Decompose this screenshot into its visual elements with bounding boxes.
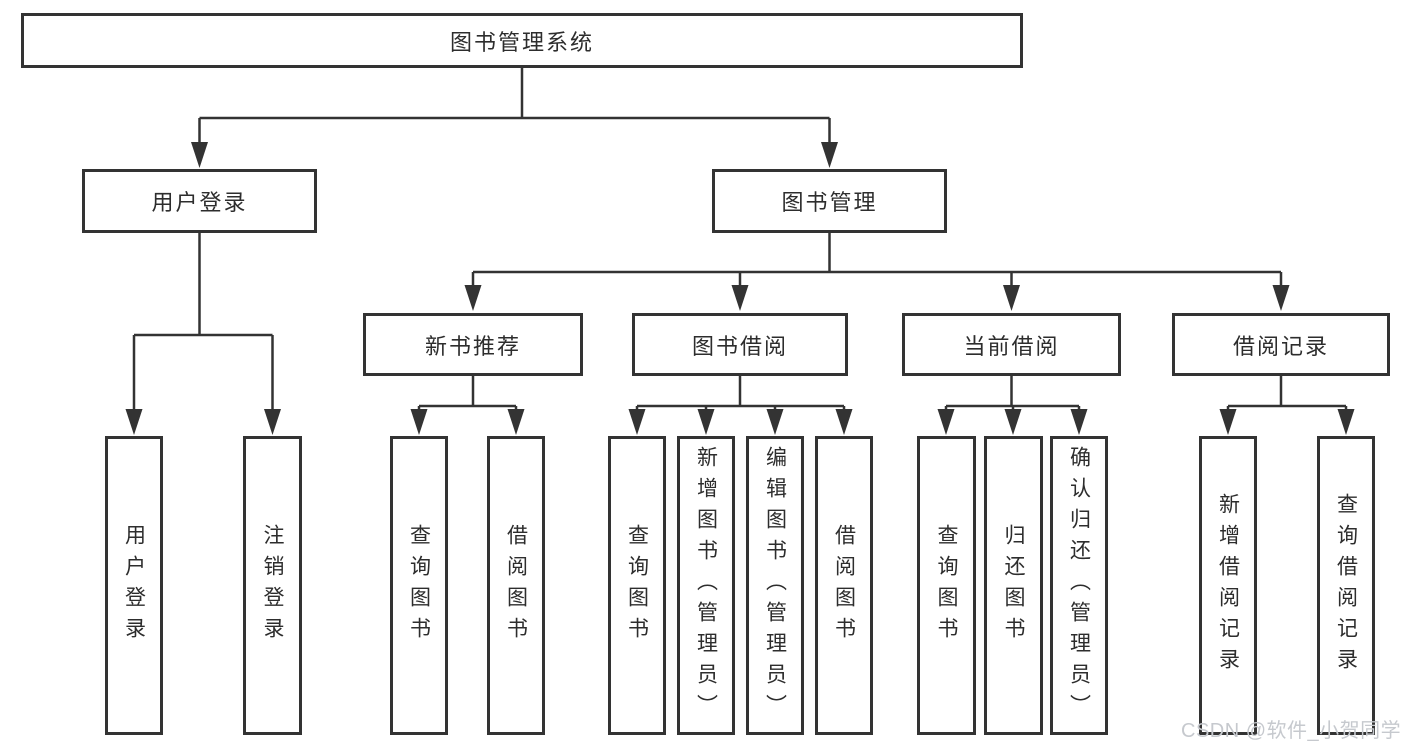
node-leaf-return-books-label: 归还图书 — [1002, 523, 1025, 648]
node-leaf-borrow-books-label: 借阅图书 — [832, 523, 856, 648]
node-leaf-borrow-books: 借阅图书 — [815, 436, 873, 735]
node-book-borrowing-label: 图书借阅 — [691, 333, 788, 359]
node-leaf-return-books: 归还图书 — [984, 436, 1043, 735]
node-leaf-confirm-return-admin: 确认归还（管理员） — [1050, 436, 1108, 735]
node-leaf-confirm-return-admin-label: 确认归还（管理员） — [1067, 446, 1091, 725]
node-root-label: 图书管理系统 — [449, 29, 594, 55]
node-book-borrowing: 图书借阅 — [632, 313, 848, 376]
node-current-borrowing-label: 当前借阅 — [963, 333, 1060, 359]
node-current-borrowing: 当前借阅 — [902, 313, 1121, 376]
node-leaf-query-books-recommend-label: 查询图书 — [407, 523, 431, 648]
node-leaf-add-books-admin: 新增图书（管理员） — [677, 436, 735, 735]
node-borrowing-records-label: 借阅记录 — [1232, 333, 1329, 359]
node-leaf-edit-books-admin: 编辑图书（管理员） — [746, 436, 804, 735]
node-leaf-borrow-books-recommend-label: 借阅图书 — [504, 523, 528, 648]
node-new-book-recommendation-label: 新书推荐 — [424, 333, 521, 359]
node-leaf-logout: 注销登录 — [243, 436, 302, 735]
node-leaf-query-books-current-label: 查询图书 — [935, 523, 958, 648]
node-leaf-query-books-current: 查询图书 — [917, 436, 976, 735]
node-leaf-query-books-recommend: 查询图书 — [390, 436, 448, 735]
node-leaf-edit-books-admin-label: 编辑图书（管理员） — [763, 446, 787, 725]
node-user-login-label: 用户登录 — [151, 190, 248, 215]
node-user-login: 用户登录 — [82, 169, 317, 233]
node-leaf-add-borrow-record: 新增借阅记录 — [1199, 436, 1257, 735]
node-book-management-label: 图书管理 — [781, 190, 878, 215]
node-new-book-recommendation: 新书推荐 — [363, 313, 583, 376]
watermark: CSDN @软件_小贺同学 — [1181, 720, 1402, 742]
node-leaf-logout-label: 注销登录 — [261, 523, 284, 648]
node-leaf-login: 用户登录 — [105, 436, 163, 735]
node-leaf-borrow-books-recommend: 借阅图书 — [487, 436, 545, 735]
node-leaf-query-books-borrowing: 查询图书 — [608, 436, 666, 735]
connector-segments — [132, 68, 1348, 411]
node-leaf-login-label: 用户登录 — [122, 523, 146, 648]
arrowheads — [125, 142, 1355, 435]
node-root: 图书管理系统 — [21, 13, 1023, 68]
node-leaf-query-borrow-record: 查询借阅记录 — [1317, 436, 1375, 735]
node-borrowing-records: 借阅记录 — [1172, 313, 1390, 376]
node-leaf-add-books-admin-label: 新增图书（管理员） — [694, 446, 718, 725]
node-book-management: 图书管理 — [712, 169, 947, 233]
node-leaf-query-books-borrowing-label: 查询图书 — [625, 523, 649, 648]
node-leaf-add-borrow-record-label: 新增借阅记录 — [1216, 492, 1240, 679]
node-leaf-query-borrow-record-label: 查询借阅记录 — [1334, 492, 1358, 679]
